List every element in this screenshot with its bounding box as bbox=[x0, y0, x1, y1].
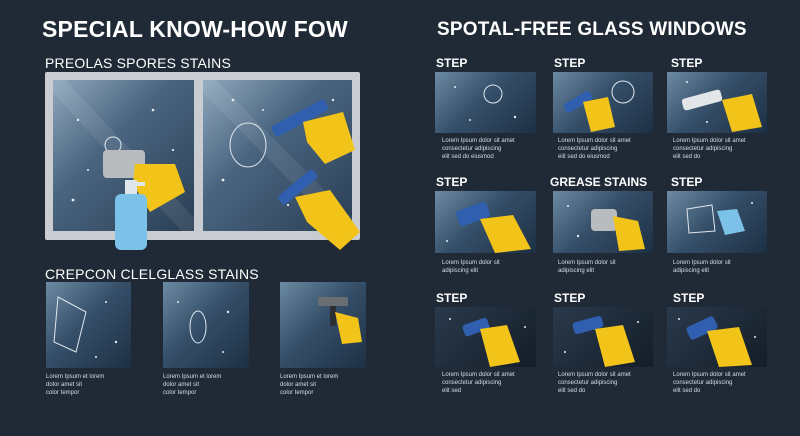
squeegee-icon bbox=[572, 315, 604, 335]
step-label-grease-stains: GREASE STAINS bbox=[550, 175, 648, 189]
step-panel-2-3 bbox=[667, 191, 767, 253]
left-title: SPECIAL KNOW-HOW FOW bbox=[42, 16, 348, 42]
cloth-icon bbox=[717, 209, 745, 235]
step-panel-1-1 bbox=[435, 72, 536, 133]
left-caption-3: Lorem Ipsum et lorem dolor amet sit colo… bbox=[280, 374, 339, 396]
spray-bottle-icon bbox=[115, 180, 147, 250]
scraper-icon bbox=[318, 297, 348, 306]
step-label: STEP bbox=[436, 56, 468, 70]
left-bottom-panel-2 bbox=[163, 282, 249, 368]
step-caption-2-3: Lorem Ipsum dolor sit adipiscing elit bbox=[673, 260, 731, 274]
step-caption-3-3: Lorem Ipsum dolor sit amet consectetur a… bbox=[673, 372, 746, 394]
glove-icon bbox=[480, 325, 520, 367]
left-caption-2: Lorem Ipsum et lorem dolor amet sit colo… bbox=[163, 374, 222, 396]
left-bottom-panel-1 bbox=[46, 282, 131, 368]
sponge-icon bbox=[591, 209, 617, 231]
step-caption-1-2: Lorem Ipsum dolor sit amet consectetur a… bbox=[558, 138, 631, 160]
step-caption-1-3: Lorem Ipsum dolor sit amet consectetur a… bbox=[673, 138, 746, 160]
step-panel-3-1 bbox=[435, 307, 536, 367]
step-panel-3-3 bbox=[667, 307, 767, 367]
step-panel-2-2 bbox=[553, 191, 653, 253]
step-caption-2-2: Lorem Ipsum dolor sit adipiscing elit bbox=[558, 260, 616, 274]
squeegee-icon bbox=[278, 169, 318, 205]
glove-icon bbox=[595, 325, 635, 367]
step-caption-3-2: Lorem Ipsum dolor sit amet consectetur a… bbox=[558, 372, 631, 394]
sponge-icon bbox=[686, 316, 718, 340]
step-caption-3-1: Lorem Ipsum dolor sit amet consectetur a… bbox=[442, 372, 515, 394]
section-title-spores: PREOLAS SPORES STAINS bbox=[45, 55, 231, 71]
step-panel-2-1 bbox=[435, 191, 536, 253]
step-label: STEP bbox=[554, 291, 586, 305]
section-title-clelglass: CREPCON CLELGLASS STAINS bbox=[45, 266, 259, 282]
cleaning-tools-illustration bbox=[103, 99, 360, 250]
glove-icon bbox=[707, 327, 752, 367]
glove-icon bbox=[335, 312, 362, 344]
step-panel-3-2 bbox=[553, 307, 653, 367]
squeegee-icon bbox=[563, 91, 593, 113]
step-label: STEP bbox=[436, 175, 468, 189]
step-label: STEP bbox=[436, 291, 468, 305]
glove-icon bbox=[295, 190, 360, 250]
squeegee-icon bbox=[271, 99, 329, 137]
glove-icon bbox=[613, 216, 645, 251]
glove-icon bbox=[583, 97, 615, 132]
step-label: STEP bbox=[673, 291, 705, 305]
squeegee-icon bbox=[681, 89, 723, 111]
left-bottom-panel-3 bbox=[280, 282, 366, 368]
glove-icon bbox=[303, 112, 355, 164]
right-title: SPOTAL-FREE GLASS WINDOWS bbox=[437, 19, 747, 40]
step-caption-1-1: Lorem Ipsum dolor sit amet consectetur a… bbox=[442, 138, 515, 160]
step-label: STEP bbox=[671, 175, 703, 189]
sponge-icon bbox=[462, 317, 490, 337]
step-caption-2-1: Lorem Ipsum dolor sit adipiscing elit bbox=[442, 260, 500, 274]
sponge-icon bbox=[456, 201, 490, 227]
step-panel-1-2 bbox=[553, 72, 653, 133]
left-caption-1: Lorem Ipsum et lorem dolor amet sit colo… bbox=[46, 374, 105, 396]
step-panel-1-3 bbox=[667, 72, 767, 133]
glove-icon bbox=[722, 94, 762, 132]
step-label: STEP bbox=[554, 56, 586, 70]
step-label: STEP bbox=[671, 56, 703, 70]
glove-icon bbox=[480, 215, 531, 253]
